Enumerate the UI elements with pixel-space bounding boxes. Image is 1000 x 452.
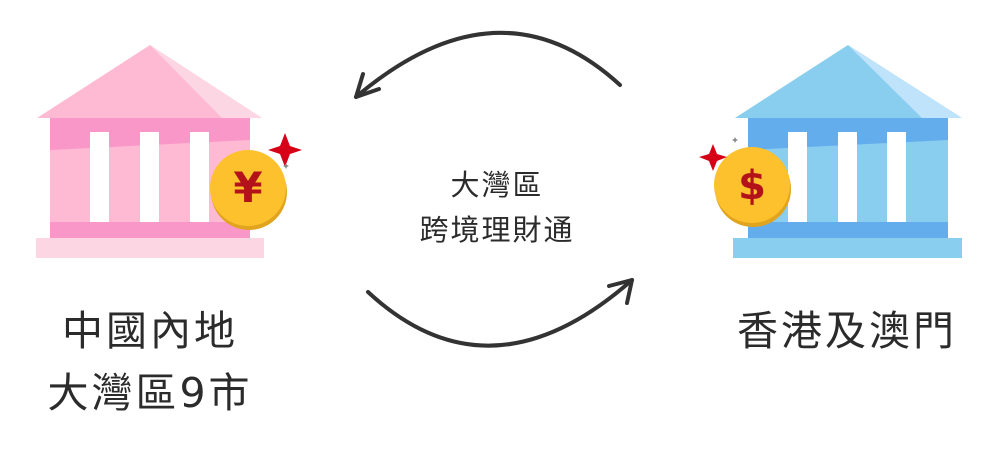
arrow-to-mainland-icon bbox=[354, 31, 622, 99]
hongkong-macau-label: 香港及澳門 bbox=[737, 307, 957, 355]
center-title-line1: 大灣區 bbox=[450, 168, 544, 202]
mainland-label-line1: 中國內地 bbox=[62, 307, 238, 355]
svg-text:¥: ¥ bbox=[233, 163, 262, 212]
sparkle-icon bbox=[699, 137, 738, 171]
dollar-coin-icon: $ bbox=[714, 147, 791, 227]
arrow-to-hongkong-icon bbox=[366, 278, 634, 348]
sparkle-icon bbox=[268, 133, 302, 169]
mainland-label-line2: 大灣區9市 bbox=[47, 369, 253, 417]
svg-text:$: $ bbox=[738, 163, 766, 209]
center-title-line2: 跨境理財通 bbox=[419, 213, 575, 247]
mainland-bank-icon bbox=[36, 45, 264, 258]
yuan-coin-icon: ¥ bbox=[210, 150, 287, 230]
